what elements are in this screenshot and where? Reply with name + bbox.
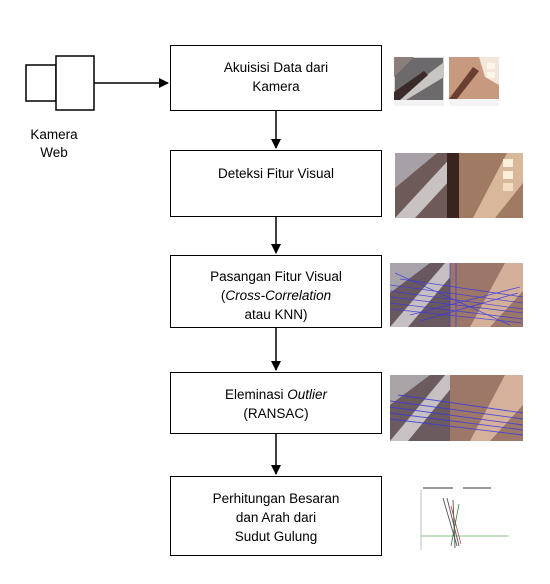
thumbnail-outlier-elimination — [390, 375, 523, 441]
thumbnail-frame-1 — [394, 57, 444, 106]
camera-label-line2: Web — [40, 145, 68, 160]
camera-label-line1: Kamera — [30, 127, 77, 142]
thumbnail-feature-detection — [395, 153, 523, 218]
step5-line1: Perhitungan Besaran — [171, 489, 381, 508]
step1-line2: Kamera — [171, 77, 381, 96]
step-feature-detection-box: Deteksi Fitur Visual — [170, 150, 382, 217]
thumbnail-roll-angle-plot — [413, 484, 509, 550]
thumbnail-frame-2 — [449, 57, 499, 106]
step-roll-angle-box: Perhitungan Besaran dan Arah dari Sudut … — [170, 476, 382, 556]
webcam-icon — [26, 56, 94, 110]
step2-line1: Deteksi Fitur Visual — [171, 164, 381, 183]
step4-line1-pre: Eleminasi — [225, 387, 287, 402]
step-acquisition-box: Akuisisi Data dari Kamera — [170, 45, 382, 111]
step3-line2-italic: Cross-Correlation — [225, 288, 331, 303]
step4-line1-italic: Outlier — [287, 387, 327, 402]
step4-line2: (RANSAC) — [171, 404, 381, 423]
step1-line1: Akuisisi Data dari — [171, 58, 381, 77]
thumbnail-feature-matching — [390, 263, 523, 327]
camera-label: Kamera Web — [22, 126, 86, 162]
step5-line3: Sudut Gulung — [171, 527, 381, 546]
step3-line3: atau KNN) — [171, 305, 381, 324]
step3-line2: (Cross-Correlation — [171, 286, 381, 305]
step4-line1: Eleminasi Outlier — [171, 385, 381, 404]
step-feature-matching-box: Pasangan Fitur Visual (Cross-Correlation… — [170, 255, 382, 328]
step3-line1: Pasangan Fitur Visual — [171, 267, 381, 286]
step-outlier-elimination-box: Eleminasi Outlier (RANSAC) — [170, 372, 382, 434]
step5-line2: dan Arah dari — [171, 508, 381, 527]
